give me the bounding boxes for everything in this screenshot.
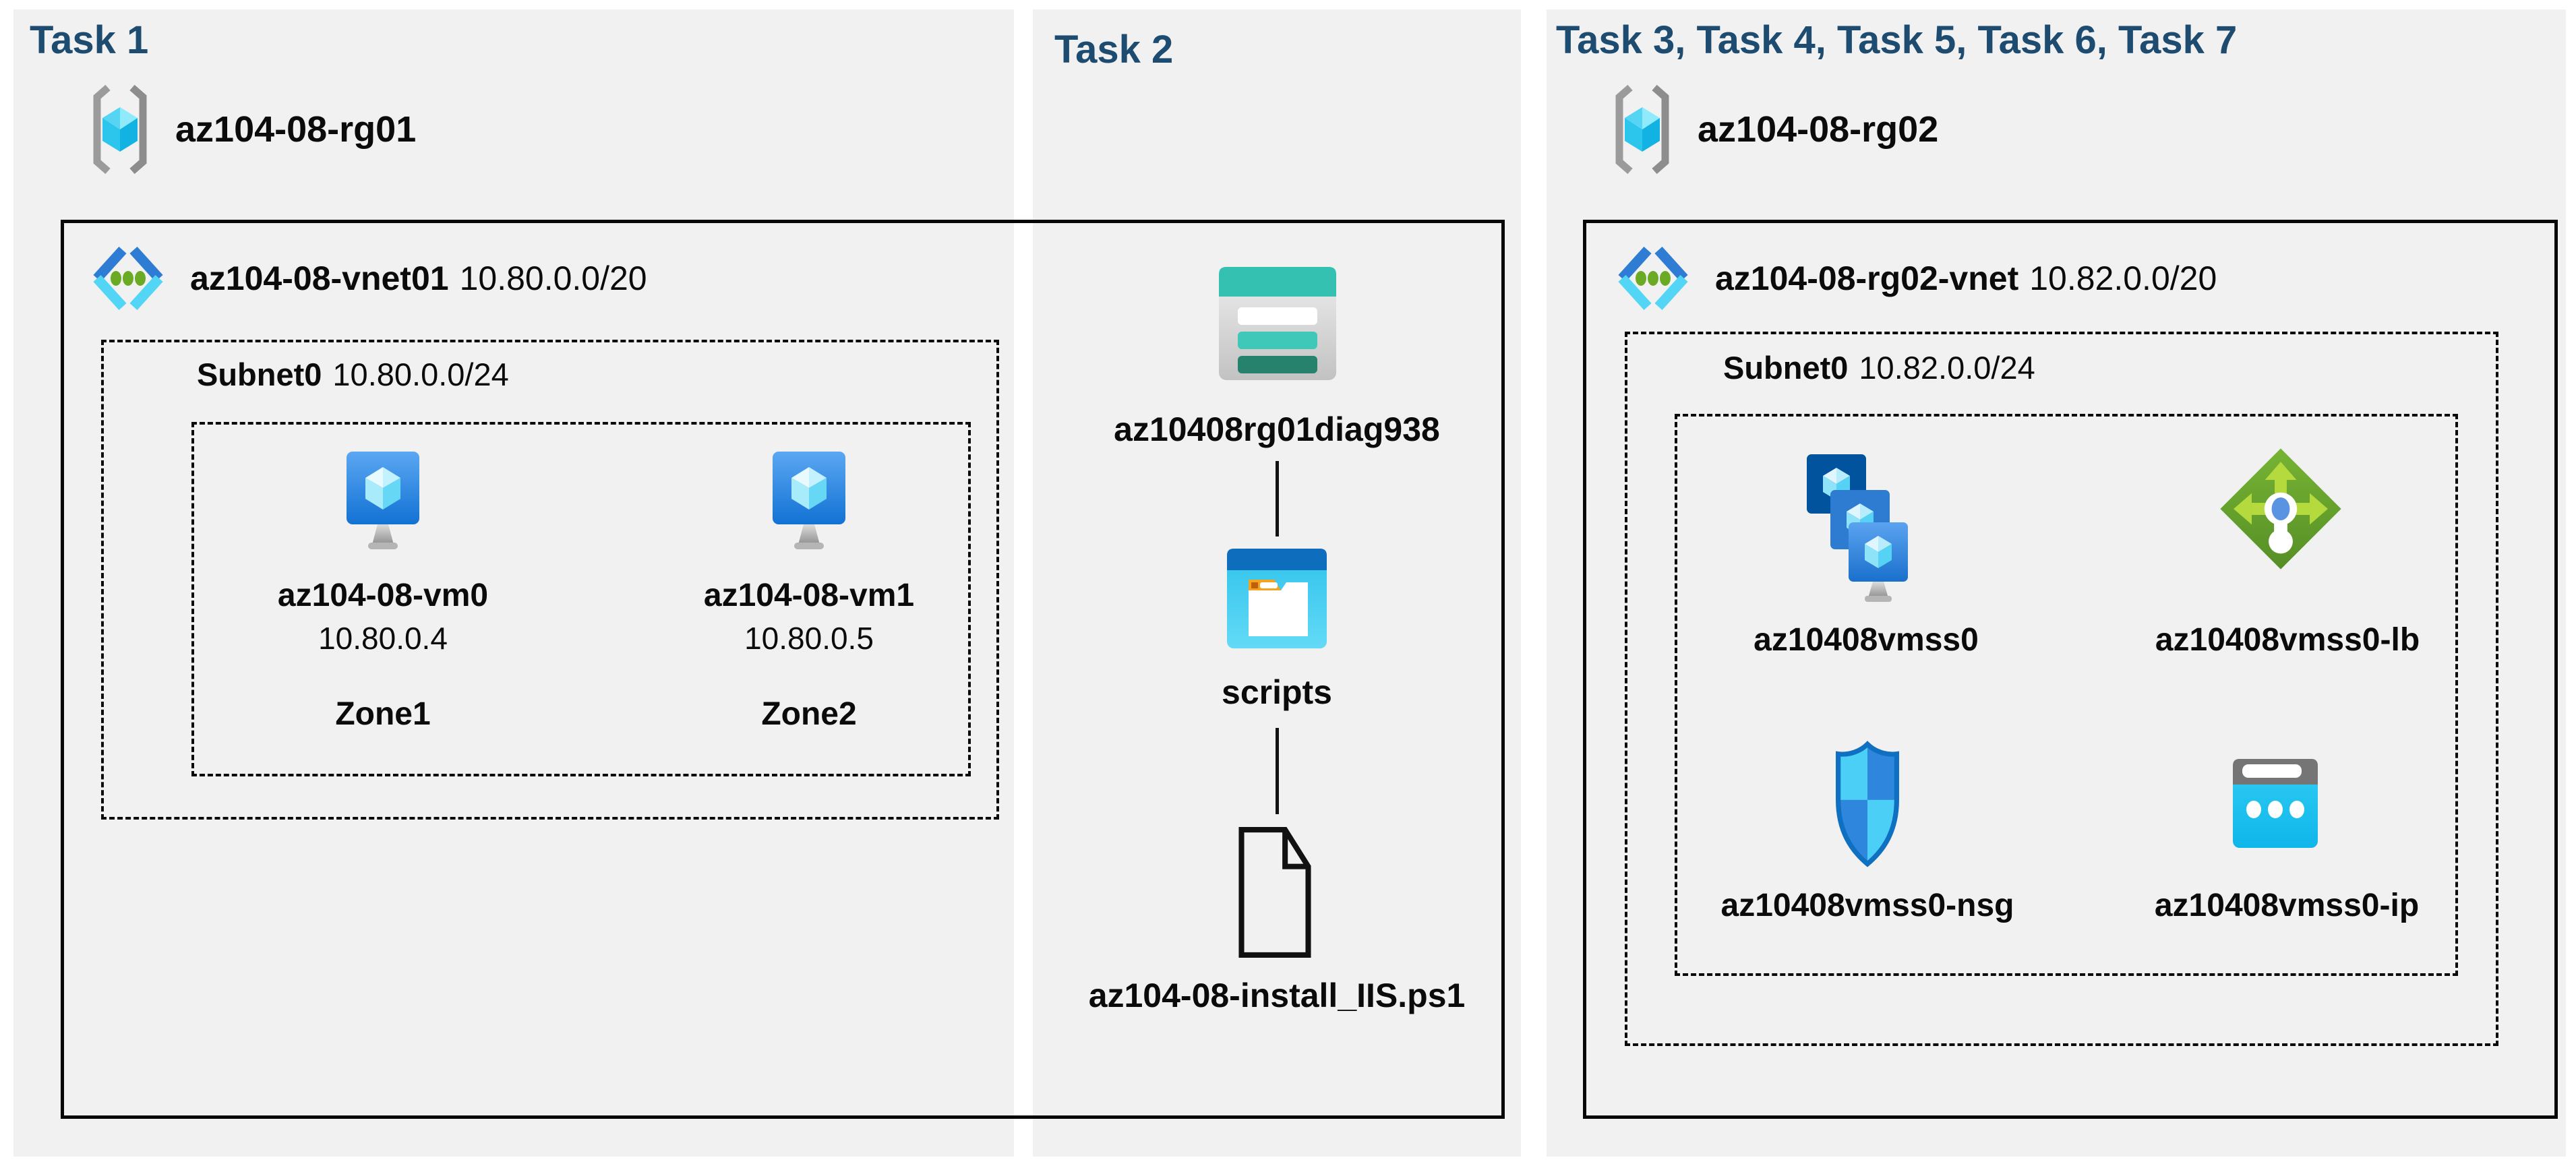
- task2-header: Task 2: [1054, 28, 1174, 71]
- vm-icon: [347, 452, 419, 549]
- load-balancer-icon: [2220, 448, 2341, 570]
- task1-panel: [13, 9, 1014, 1157]
- subnet-cidr: 10.82.0.0/24: [1859, 350, 2035, 386]
- vm-ip: 10.80.0.5: [744, 621, 874, 656]
- virtual-network-icon: [93, 246, 163, 311]
- vnet-cidr: 10.82.0.0/20: [2029, 259, 2217, 297]
- task3-vnet-row: az104-08-rg02-vnet 10.82.0.0/20: [1611, 237, 2217, 319]
- nsg-name: az10408vmss0-nsg: [1720, 888, 2014, 923]
- public-ip-icon: [2233, 759, 2318, 848]
- subnet-cidr: 10.80.0.0/24: [332, 357, 509, 392]
- task1-subnet-label: Subnet0 10.80.0.0/24: [197, 356, 509, 393]
- task3-panel: [1547, 9, 2566, 1157]
- resource-group-icon: [1615, 84, 1669, 175]
- subnet-name: Subnet0: [1723, 350, 1849, 386]
- container-name: scripts: [1222, 673, 1332, 711]
- vmss-name: az10408vmss0: [1754, 622, 1979, 658]
- vnet-label: az104-08-vnet01 10.80.0.0/20: [190, 259, 647, 298]
- connector-container-to-file: [1276, 728, 1279, 814]
- vnet-label: az104-08-rg02-vnet 10.82.0.0/20: [1715, 259, 2217, 298]
- task1-header: Task 1: [30, 18, 149, 62]
- task3-resource-group-row: az104-08-rg02: [1607, 82, 1938, 177]
- vnet-name: az104-08-vnet01: [190, 259, 449, 297]
- vmss-icon: [1807, 454, 1908, 602]
- resource-group-name: az104-08-rg02: [1698, 109, 1939, 150]
- task1-vnet-row: az104-08-vnet01 10.80.0.0/20: [86, 237, 647, 319]
- vm-zone: Zone1: [335, 696, 431, 732]
- vm-icon: [773, 452, 845, 549]
- script-file-name: az104-08-install_IIS.ps1: [1088, 977, 1466, 1014]
- connector-storage-to-container: [1276, 461, 1279, 536]
- task3-subnet-label: Subnet0 10.82.0.0/24: [1723, 349, 2035, 386]
- storage-account-icon: [1219, 267, 1336, 380]
- load-balancer-name: az10408vmss0-lb: [2155, 622, 2420, 658]
- vnet-name: az104-08-rg02-vnet: [1715, 259, 2019, 297]
- subnet-name: Subnet0: [197, 357, 322, 392]
- task1-resource-group-row: az104-08-rg01: [85, 82, 416, 177]
- script-file-icon: [1238, 827, 1311, 958]
- resource-group-name: az104-08-rg01: [175, 109, 417, 150]
- vnet-cidr: 10.80.0.0/20: [459, 259, 647, 297]
- storage-account-name: az10408rg01diag938: [1114, 410, 1440, 448]
- public-ip-name: az10408vmss0-ip: [2154, 888, 2420, 923]
- blob-container-icon: [1227, 549, 1327, 648]
- vm-ip: 10.80.0.4: [318, 621, 448, 656]
- resource-group-icon: [93, 84, 147, 175]
- task3-header: Task 3, Task 4, Task 5, Task 6, Task 7: [1556, 18, 2238, 62]
- vm-name: az104-08-vm0: [277, 578, 489, 613]
- nsg-icon: [1836, 741, 1899, 867]
- vm-zone: Zone2: [761, 696, 857, 732]
- vm-name: az104-08-vm1: [703, 578, 915, 613]
- virtual-network-icon: [1618, 246, 1688, 311]
